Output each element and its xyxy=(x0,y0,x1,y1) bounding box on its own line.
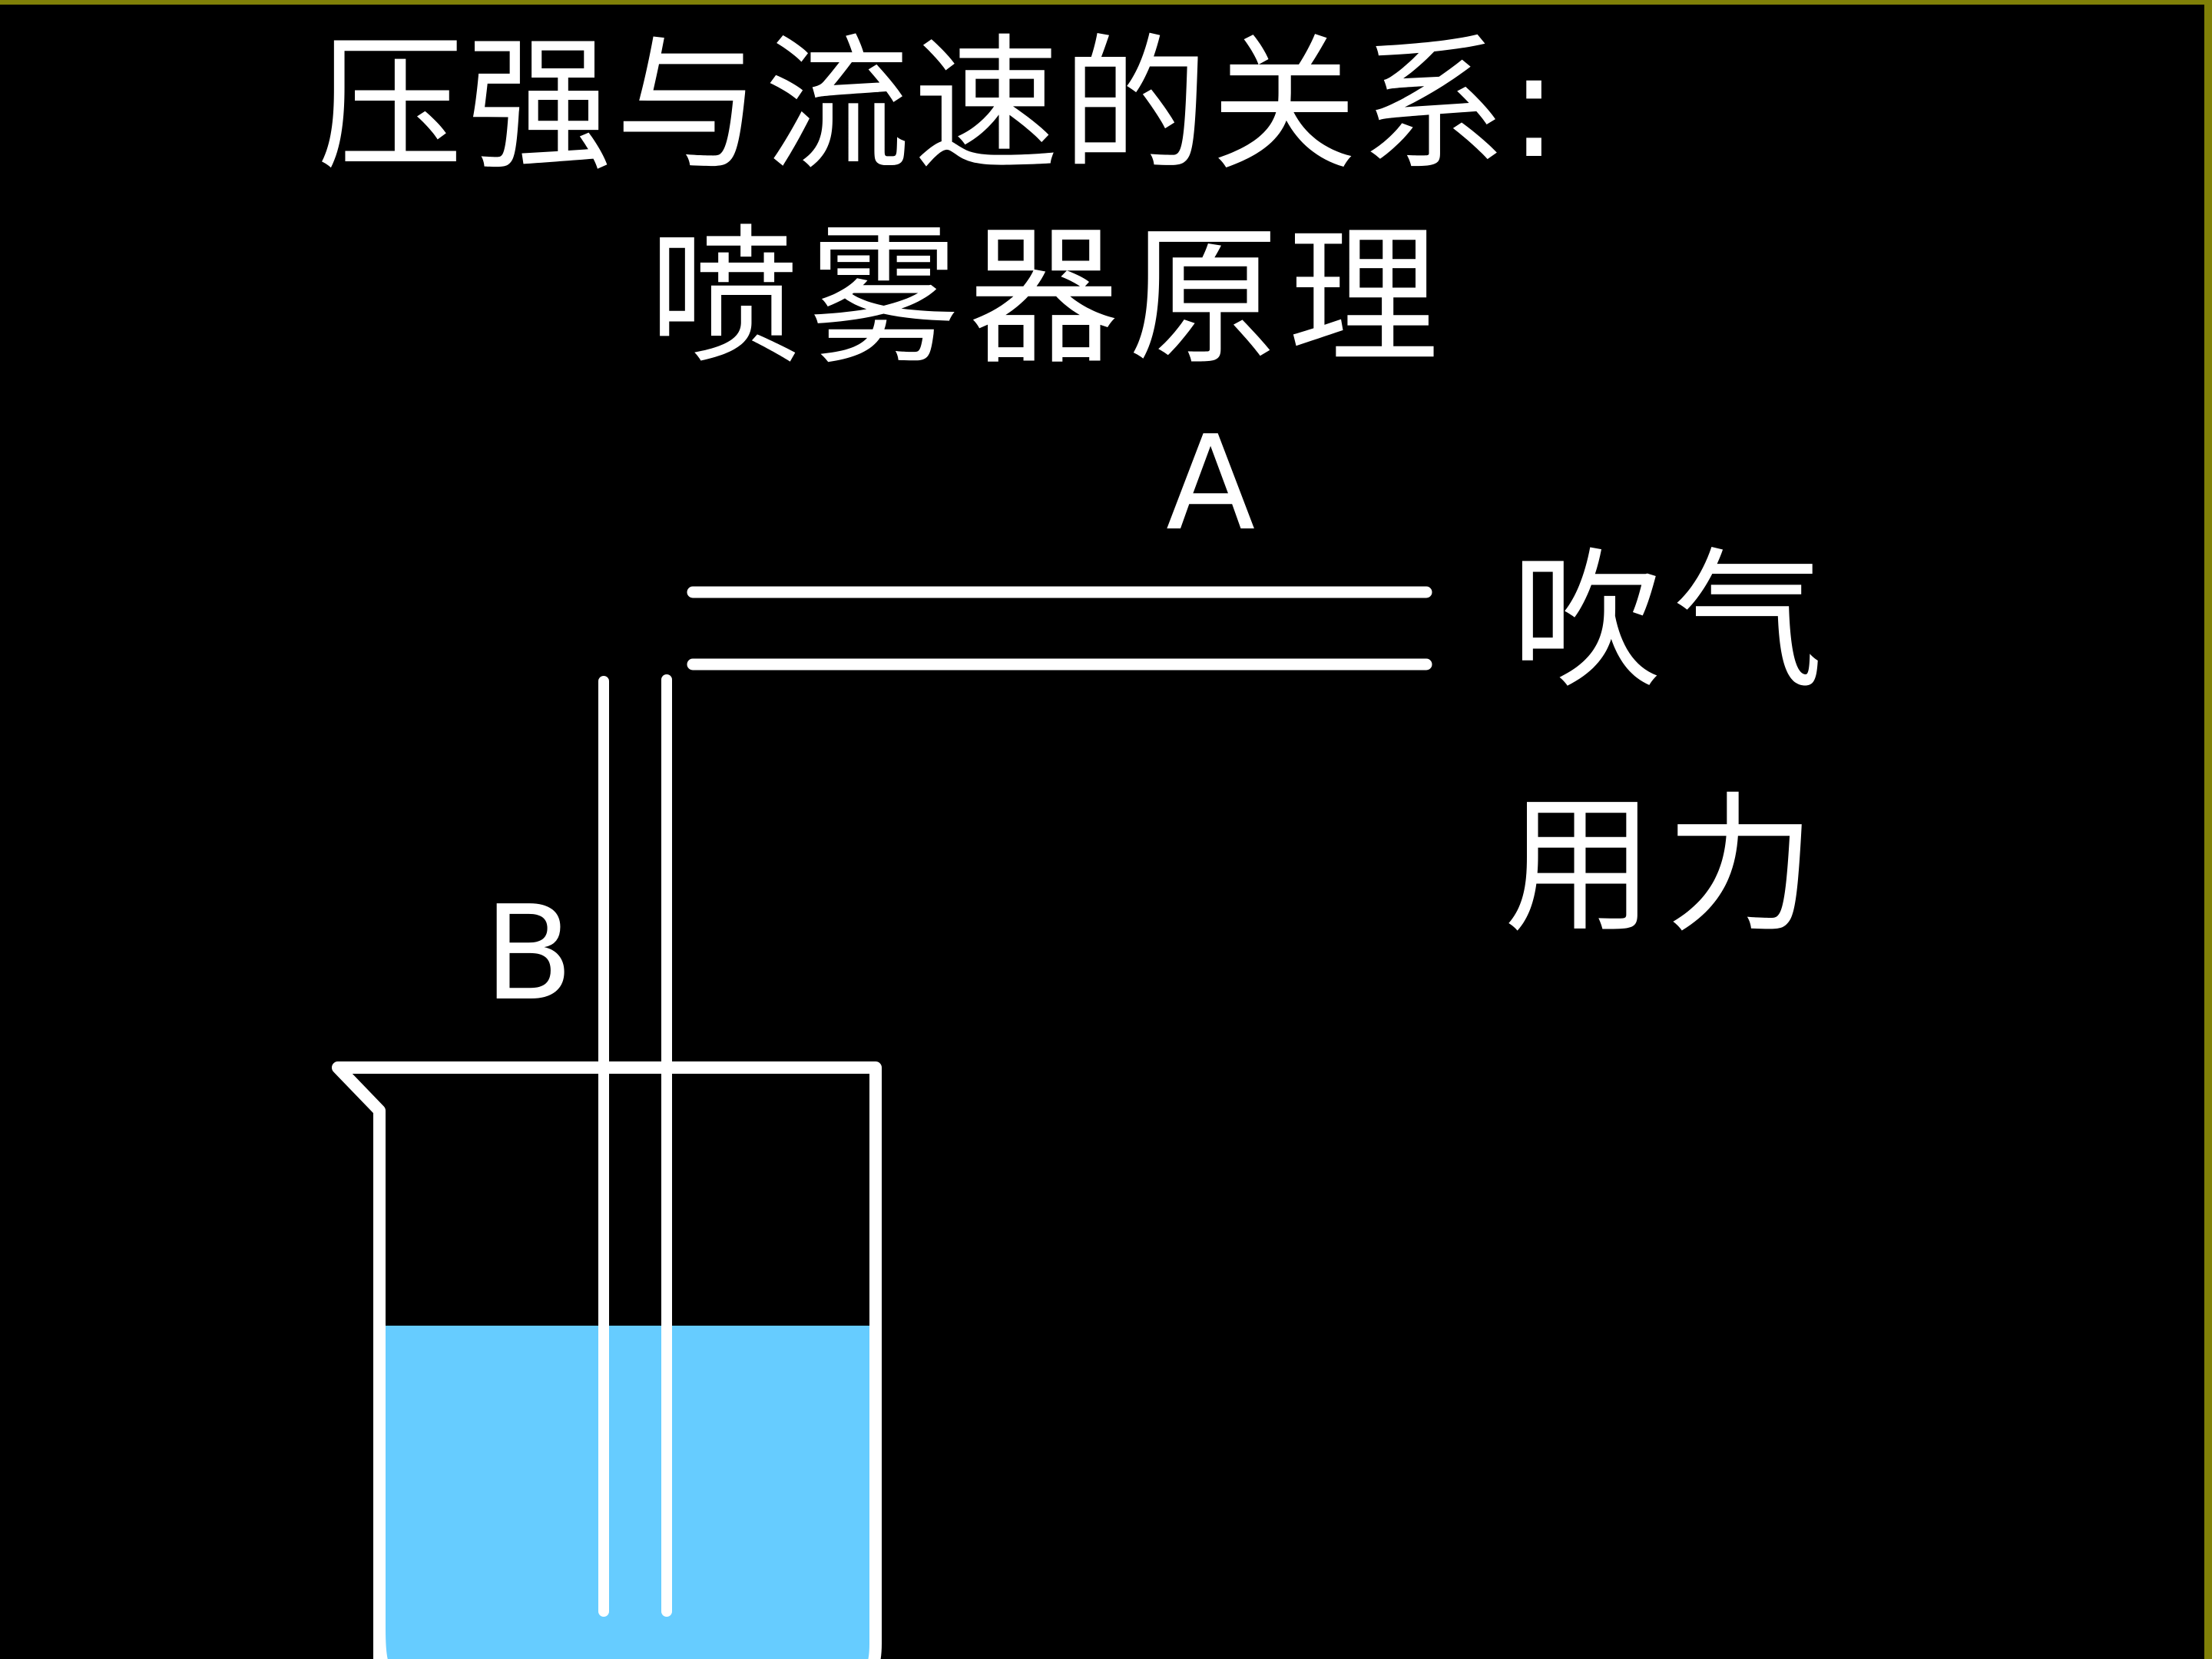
beaker-outline xyxy=(332,1061,882,1659)
frame-right-border xyxy=(2204,0,2212,1659)
point-a-label: A xyxy=(1166,408,1256,560)
beaker-bottom-left-corner xyxy=(373,1628,388,1659)
force-label: 用力 xyxy=(1504,779,1827,954)
page-title-line2: 喷雾器原理 xyxy=(649,210,1449,386)
blow-air-label: 吹气 xyxy=(1512,535,1835,710)
page-title-line1: 压强与流速的关系: xyxy=(317,21,1562,190)
frame-top-border xyxy=(0,0,2212,5)
point-b-label: B xyxy=(484,878,574,1030)
beaker-water xyxy=(384,1326,869,1659)
